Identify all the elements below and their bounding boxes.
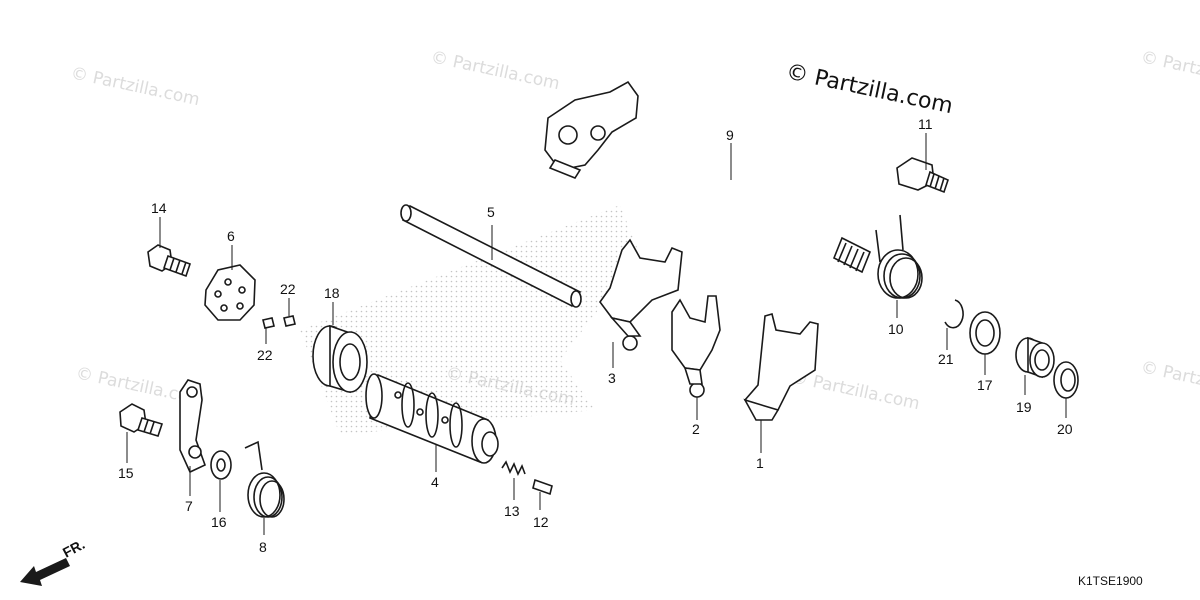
bolt-14[interactable] [147, 244, 192, 278]
return-spring[interactable] [875, 214, 923, 299]
oil-seal[interactable] [1053, 361, 1079, 399]
shift-spindle[interactable] [544, 80, 872, 274]
part-label-10[interactable]: 10 [888, 321, 904, 337]
needle-bearing[interactable] [1015, 336, 1055, 379]
watermark: © Partzilla.com [69, 63, 201, 110]
part-label-2[interactable]: 2 [692, 421, 700, 437]
part-label-14[interactable]: 14 [151, 200, 167, 216]
diagram-code: K1TSE1900 [1078, 574, 1143, 588]
front-label: FR. [60, 536, 87, 561]
shift-fork-3[interactable] [599, 238, 683, 351]
stopper-arm[interactable] [179, 379, 207, 474]
washer-16[interactable] [210, 450, 232, 480]
circlip[interactable] [944, 299, 964, 329]
bearing-18[interactable] [312, 324, 368, 394]
part-label-21[interactable]: 21 [938, 351, 954, 367]
drum-center-plate[interactable] [204, 264, 256, 321]
part-label-20[interactable]: 20 [1057, 421, 1073, 437]
part-label-8[interactable]: 8 [259, 539, 267, 555]
part-label-5[interactable]: 5 [487, 204, 495, 220]
part-label-22[interactable]: 22 [280, 281, 296, 297]
bolt-15[interactable] [119, 403, 164, 437]
part-label-6[interactable]: 6 [227, 228, 235, 244]
part-label-15[interactable]: 15 [118, 465, 134, 481]
part-label-16[interactable]: 16 [211, 514, 227, 530]
part-label-12[interactable]: 12 [533, 514, 549, 530]
watermark: © Partzilla.com [429, 47, 561, 94]
part-label-13[interactable]: 13 [504, 503, 520, 519]
copyright-text: © Partzilla.com [784, 59, 955, 119]
part-label-4[interactable]: 4 [431, 474, 439, 490]
shift-drum[interactable] [365, 373, 499, 464]
part-label-11[interactable]: 11 [918, 116, 933, 132]
part-label-7[interactable]: 7 [185, 498, 193, 514]
stopper-arm-spring[interactable] [244, 440, 285, 518]
bolt-11[interactable] [896, 157, 949, 194]
shift-fork-1[interactable] [743, 313, 819, 421]
dowel-pins[interactable] [262, 315, 296, 329]
part-label-17[interactable]: 17 [977, 377, 993, 393]
part-label-19[interactable]: 19 [1016, 399, 1032, 415]
pin-12[interactable] [532, 478, 553, 496]
part-label-1[interactable]: 1 [756, 455, 764, 471]
part-label-3[interactable]: 3 [608, 370, 616, 386]
part-label-22[interactable]: 22 [257, 347, 273, 363]
leader-lines [126, 133, 1067, 535]
watermark: © Partzilla.com [1139, 357, 1200, 404]
shift-fork-2[interactable] [671, 295, 721, 398]
spring-13[interactable] [501, 460, 526, 476]
part-label-18[interactable]: 18 [324, 285, 340, 301]
front-direction-arrow: FR. [20, 536, 87, 586]
watermark: © Partzilla.com [1139, 47, 1200, 94]
part-label-9[interactable]: 9 [726, 127, 734, 143]
washer-17[interactable] [969, 311, 1001, 355]
